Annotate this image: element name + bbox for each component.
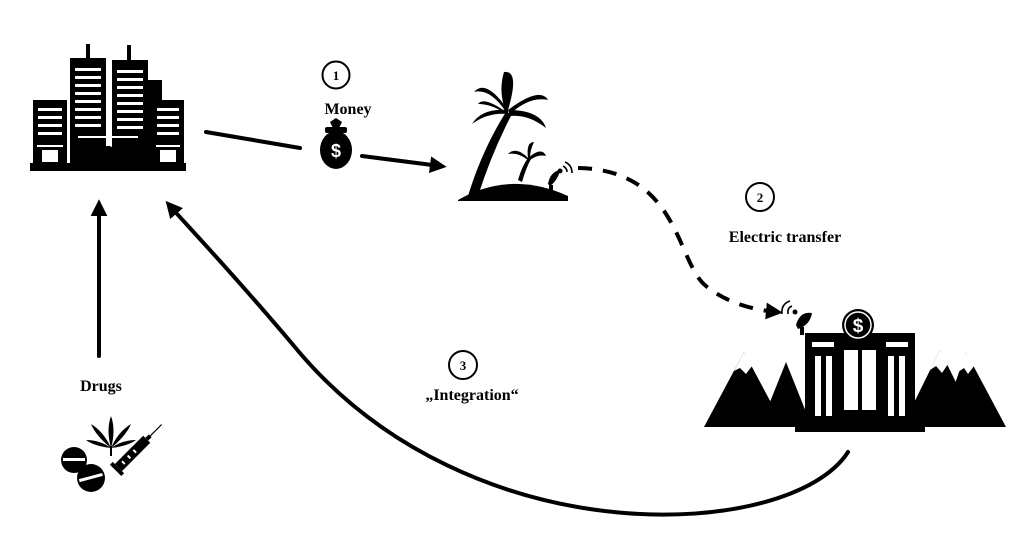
- city-skyline-icon: [30, 44, 186, 171]
- svg-text:$: $: [853, 316, 864, 337]
- drugs-label: Drugs: [80, 378, 122, 395]
- arrow-city-to-money: [204, 130, 302, 150]
- drugs-icon: [61, 416, 163, 492]
- step-2-label: Electric transfer: [729, 229, 841, 246]
- step-3: 3 „Integration“: [425, 350, 519, 404]
- step-3-number: 3: [460, 358, 467, 373]
- arrow-money-to-island: [360, 154, 447, 174]
- step-2-number: 2: [757, 190, 764, 205]
- arrow-integration-curve: [165, 200, 850, 517]
- palm-island-icon: [458, 71, 573, 201]
- step-2: 2 Electric transfer: [729, 182, 841, 246]
- money-bag-icon: $: [320, 118, 352, 169]
- step-1-number: 1: [333, 68, 340, 83]
- bank-mountains-icon: $: [704, 300, 1006, 432]
- svg-text:$: $: [331, 141, 341, 161]
- step-3-label: „Integration“: [425, 387, 518, 404]
- step-1: 1 Money: [321, 60, 372, 118]
- arrow-island-to-bank-dashed: [577, 166, 783, 320]
- step-1-label: Money: [324, 101, 371, 118]
